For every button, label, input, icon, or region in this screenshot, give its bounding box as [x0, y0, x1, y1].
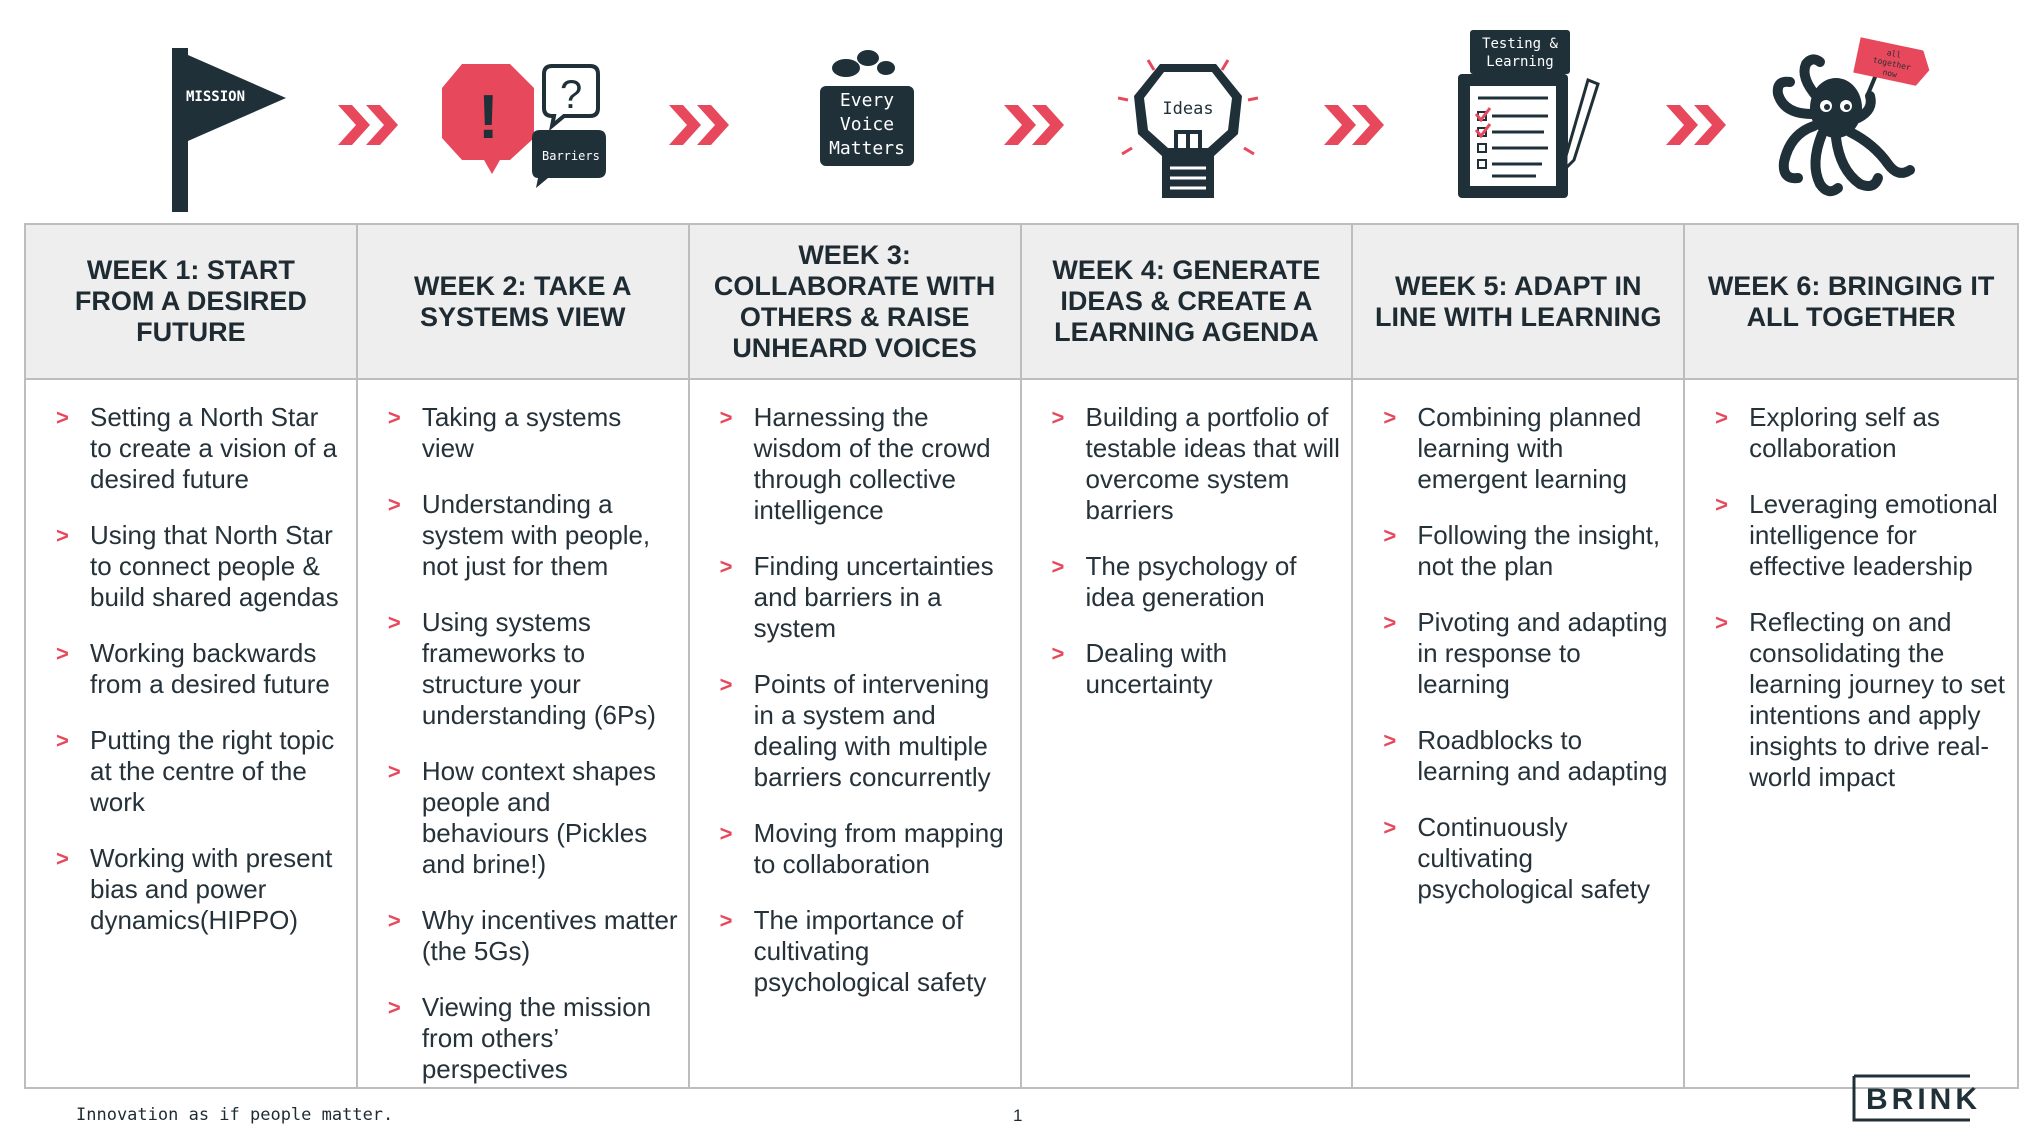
week-4-header: WEEK 4: GENERATE IDEAS & CREATE A LEARNI…: [1021, 225, 1354, 380]
week-6-list: Exploring self as collaboration Leveragi…: [1715, 402, 2007, 793]
week-3-column: Harnessing the wisdom of the crowd throu…: [690, 380, 1022, 1087]
week-1-header: WEEK 1: START FROM A DESIRED FUTURE: [26, 225, 358, 380]
barriers-speech-icon: ! ? Barriers: [442, 64, 606, 188]
testing-line-2: Learning: [1486, 54, 1553, 70]
footer-tagline: Innovation as if people matter.: [76, 1105, 394, 1125]
list-item: Following the insight, not the plan: [1383, 520, 1673, 582]
mission-flag-icon: MISSION: [172, 48, 286, 212]
brink-logo-text: BRINK: [1866, 1083, 1981, 1116]
barriers-label: Barriers: [542, 149, 600, 163]
double-chevron-icon: [1324, 105, 1384, 145]
double-chevron-icon: [1666, 105, 1726, 145]
week-2-list: Taking a systems view Understanding a sy…: [388, 402, 678, 1085]
list-item: How context shapes people and behaviours…: [388, 756, 678, 880]
barriers-question: ?: [560, 73, 582, 117]
week-6-header: WEEK 6: BRINGING IT ALL TOGETHER: [1685, 225, 2017, 380]
octopus-sign-line-3: now: [1882, 68, 1898, 80]
week-4-list: Building a portfolio of testable ideas t…: [1052, 402, 1342, 700]
list-item: Understanding a system with people, not …: [388, 489, 678, 582]
list-item: Continuously cultivating psychological s…: [1383, 812, 1673, 905]
list-item: Exploring self as collaboration: [1715, 402, 2007, 464]
week-3-header: WEEK 3: COLLABORATE WITH OTHERS & RAISE …: [689, 225, 1022, 380]
double-chevron-icon: [338, 105, 398, 145]
every-voice-line-3: Matters: [829, 138, 905, 159]
curriculum-table: WEEK 1: START FROM A DESIRED FUTURE WEEK…: [24, 223, 2019, 1089]
testing-line-1: Testing &: [1482, 36, 1558, 52]
week-2-column: Taking a systems view Understanding a sy…: [358, 380, 690, 1087]
week-1-column: Setting a North Star to create a vision …: [26, 380, 358, 1087]
testing-learning-clipboard-icon: Testing & Learning: [1458, 30, 1600, 198]
octopus-all-together-icon: all together now: [1772, 37, 1930, 197]
page-number: 1: [1013, 1106, 1023, 1125]
list-item: Working backwards from a desired future: [56, 638, 346, 700]
list-item: Working with present bias and power dyna…: [56, 843, 346, 936]
week-5-header: WEEK 5: ADAPT IN LINE WITH LEARNING: [1353, 225, 1686, 380]
list-item: Leveraging emotional intelligence for ef…: [1715, 489, 2007, 582]
list-item: Roadblocks to learning and adapting: [1383, 725, 1673, 787]
mission-flag-label: MISSION: [186, 89, 245, 105]
list-item: Using that North Star to connect people …: [56, 520, 346, 613]
list-item: Dealing with uncertainty: [1052, 638, 1342, 700]
list-item: Harnessing the wisdom of the crowd throu…: [720, 402, 1010, 526]
octopus-sign-line-1: all: [1886, 48, 1902, 60]
list-item: Putting the right topic at the centre of…: [56, 725, 346, 818]
list-item: Pivoting and adapting in response to lea…: [1383, 607, 1673, 700]
week-5-list: Combining planned learning with emergent…: [1383, 402, 1673, 905]
list-item: Why incentives matter (the 5Gs): [388, 905, 678, 967]
week-2-header: WEEK 2: TAKE A SYSTEMS VIEW: [357, 225, 690, 380]
list-item: Combining planned learning with emergent…: [1383, 402, 1673, 495]
brink-logo: BRINK: [1852, 1074, 1981, 1122]
double-chevron-icon: [669, 105, 729, 145]
week-4-column: Building a portfolio of testable ideas t…: [1022, 380, 1354, 1087]
list-item: Finding uncertainties and barriers in a …: [720, 551, 1010, 644]
list-item: The psychology of idea generation: [1052, 551, 1342, 613]
list-item: Viewing the mission from others’ perspec…: [388, 992, 678, 1085]
week-3-list: Harnessing the wisdom of the crowd throu…: [720, 402, 1010, 998]
list-item: Taking a systems view: [388, 402, 678, 464]
ideas-lightbulb-icon: Ideas: [1118, 59, 1258, 198]
double-chevron-icon: [1004, 105, 1064, 145]
list-item: Points of intervening in a system and de…: [720, 669, 1010, 793]
list-item: The importance of cultivating psychologi…: [720, 905, 1010, 998]
every-voice-line-1: Every: [840, 90, 894, 111]
week-6-column: Exploring self as collaboration Leveragi…: [1685, 380, 2017, 1087]
list-item: Using systems frameworks to structure yo…: [388, 607, 678, 731]
list-item: Building a portfolio of testable ideas t…: [1052, 402, 1342, 526]
week-5-column: Combining planned learning with emergent…: [1353, 380, 1686, 1087]
every-voice-matters-icon: Every Voice Matters: [820, 50, 914, 166]
week-1-list: Setting a North Star to create a vision …: [56, 402, 346, 936]
list-item: Reflecting on and consolidating the lear…: [1715, 607, 2007, 793]
icons-row: MISSION ! ? Barriers Every Voice Matters: [0, 0, 2042, 225]
ideas-label: Ideas: [1162, 99, 1213, 119]
barriers-exclaim: !: [478, 83, 499, 152]
list-item: Moving from mapping to collaboration: [720, 818, 1010, 880]
every-voice-line-2: Voice: [840, 114, 894, 135]
list-item: Setting a North Star to create a vision …: [56, 402, 346, 495]
